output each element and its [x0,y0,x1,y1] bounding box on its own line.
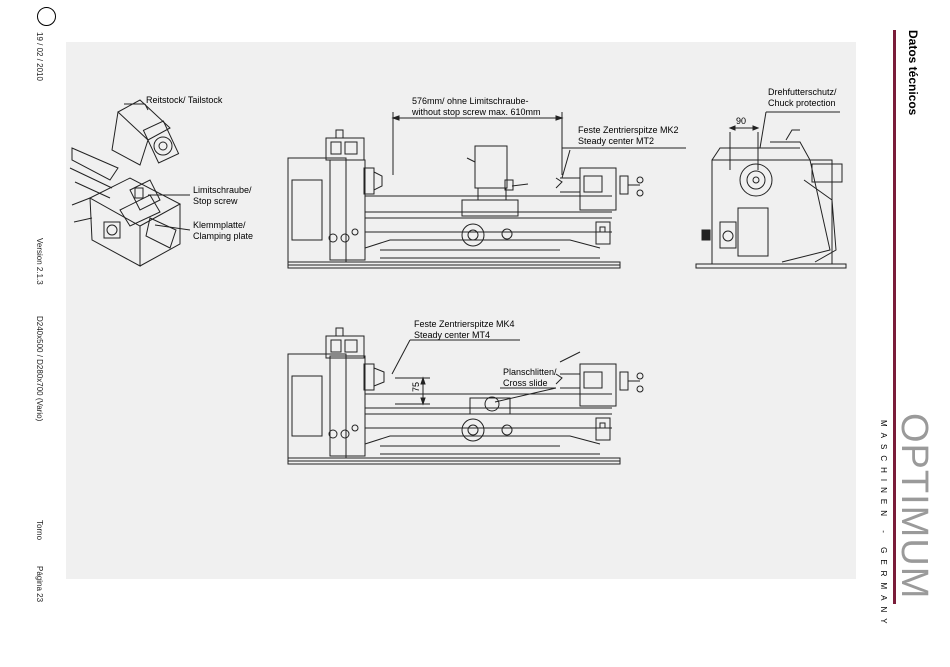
dimension-75 [395,376,430,406]
label-center-mk2-en: Steady center MT2 [578,136,655,146]
drawing-panel [66,42,856,579]
lathe-top-drawing [287,129,644,269]
label-chuck-protection-en: Chuck protection [768,98,836,108]
tailstock-detail-drawing [69,99,191,267]
label-center-mk4-en: Steady center MT4 [414,330,491,340]
dimension-576 [391,112,564,175]
label-clamping-en: Clamping plate [193,231,254,241]
label-chuck-protection-de: Drehfutterschutz/ [768,87,837,97]
lathe-side-drawing [695,111,847,269]
label-cross-slide-en: Cross slide [503,378,548,388]
label-center-mk2-de: Feste Zentrierspitze MK2 [578,125,679,135]
label-stop-screw-en: Stop screw [193,196,238,206]
label-dimension-75: 75 [411,381,421,392]
page-marker-circle [37,7,56,26]
label-center-mk4-de: Feste Zentrierspitze MK4 [414,319,515,329]
label-stop-screw-de: Limitschraube/ [193,185,252,195]
brand-accent-bar [893,30,896,604]
label-dimension-576-en: without stop screw max. 610mm [412,107,541,117]
label-dimension-576-de: 576mm/ ohne Limitschraube- [412,96,529,106]
label-cross-slide-de: Planschlitten/ [503,367,557,377]
label-dimension-90: 90 [736,116,747,126]
label-tailstock: Reitstock/ Tailstock [146,95,223,105]
lathe-bottom-drawing [287,327,644,465]
label-clamping-de: Klemmplatte/ [193,220,246,230]
